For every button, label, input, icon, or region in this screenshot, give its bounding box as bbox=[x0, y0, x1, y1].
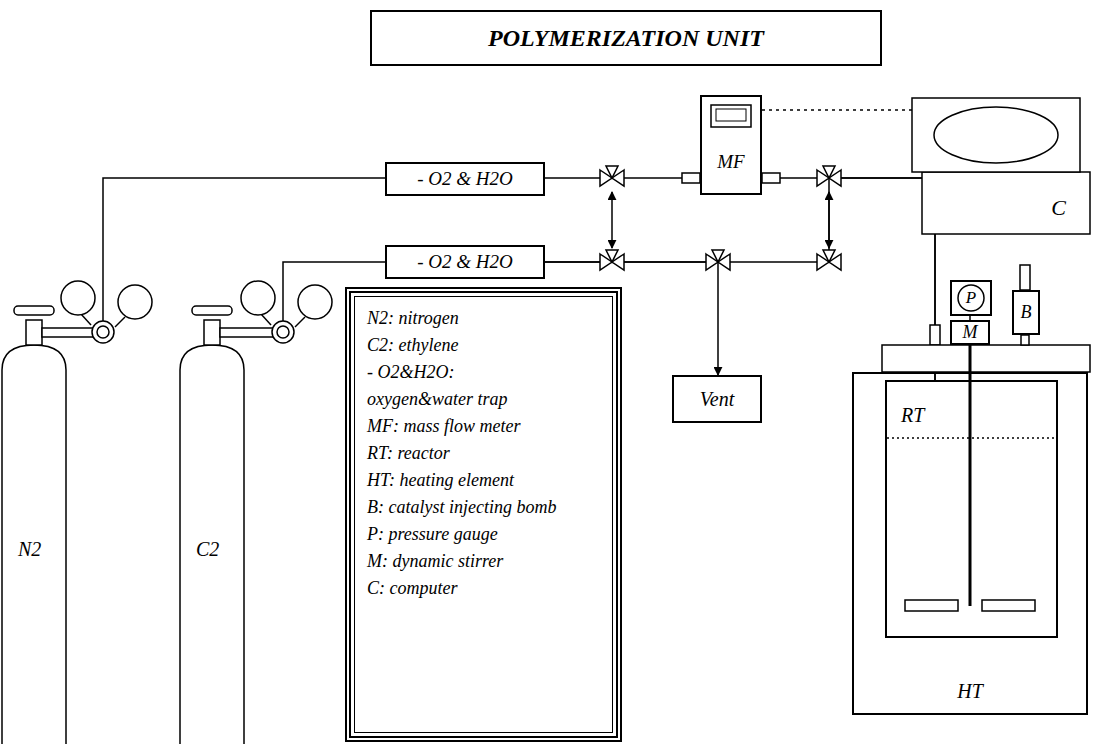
meter-display bbox=[702, 97, 764, 197]
key-box: N2: nitrogenC2: ethylene- O2&H2O: oxygen… bbox=[345, 287, 622, 742]
node-label: M: dynamic stirrer bbox=[367, 548, 600, 575]
reactor-lid bbox=[882, 345, 1090, 372]
inlet-tube bbox=[930, 325, 940, 345]
reactor-vessel: RT bbox=[885, 380, 1058, 638]
node-label: MF bbox=[717, 151, 744, 173]
gas-cylinder bbox=[178, 270, 343, 744]
stirrer-motor: M bbox=[950, 320, 990, 345]
stirrer-shaft bbox=[969, 345, 972, 606]
injection-bomb: B bbox=[1012, 290, 1040, 335]
node-label: N2 bbox=[18, 538, 165, 561]
node-label: P: pressure gauge bbox=[367, 521, 600, 548]
bomb-tube bbox=[1021, 335, 1029, 345]
node-label: N2: nitrogen bbox=[367, 305, 600, 332]
node-label: HT bbox=[957, 680, 983, 703]
bomb-tube bbox=[1020, 265, 1030, 290]
title-text: POLYMERIZATION UNIT bbox=[488, 25, 764, 52]
node-label: B: catalyst injecting bomb bbox=[367, 494, 600, 521]
node-label: RT bbox=[901, 404, 1056, 427]
gas-cylinder bbox=[0, 270, 165, 744]
node-label: B bbox=[1021, 302, 1032, 323]
valve-symbol bbox=[817, 250, 841, 270]
node-label: - O2 & H2O bbox=[417, 251, 513, 273]
valve-symbol bbox=[706, 250, 730, 270]
flow-fitting bbox=[762, 173, 780, 183]
vent-box: Vent bbox=[672, 375, 762, 423]
valve-symbol bbox=[600, 250, 624, 270]
pipe-line bbox=[762, 109, 912, 111]
node-label: C2 bbox=[196, 538, 343, 561]
node-label: MF: mass flow meter bbox=[367, 413, 600, 440]
ethylene-cylinder: C2 bbox=[178, 270, 343, 744]
pipe-line bbox=[103, 178, 385, 270]
node-label: C bbox=[1051, 195, 1066, 221]
flow-fitting bbox=[682, 173, 700, 183]
node-label: Vent bbox=[700, 388, 734, 411]
nitrogen-cylinder: N2 bbox=[0, 270, 165, 744]
node-label: M bbox=[963, 322, 978, 343]
node-label: P bbox=[966, 288, 976, 308]
valve-symbol bbox=[600, 166, 624, 186]
node-label: C: computer bbox=[367, 575, 600, 602]
valve-link bbox=[611, 192, 613, 248]
impeller-blade bbox=[982, 600, 1035, 611]
impeller-blade bbox=[905, 600, 958, 611]
trap-box: - O2 & H2O bbox=[385, 245, 545, 279]
node-label: HT: heating element bbox=[367, 467, 600, 494]
valve-symbol bbox=[817, 166, 841, 186]
node-label: C2: ethylene bbox=[367, 332, 600, 359]
node-label: - O2&H2O: oxygen&water trap bbox=[367, 359, 517, 413]
valve-link bbox=[828, 192, 830, 248]
flow-meter: MF bbox=[700, 95, 762, 195]
heating-element: HT RT bbox=[852, 372, 1088, 715]
pipe-line bbox=[283, 262, 385, 270]
computer: C bbox=[912, 97, 1090, 235]
title-box: POLYMERIZATION UNIT bbox=[370, 10, 882, 66]
node-label: RT: reactor bbox=[367, 440, 600, 467]
pressure-gauge: P bbox=[950, 280, 992, 316]
node-label: - O2 & H2O bbox=[417, 168, 513, 190]
trap-box: - O2 & H2O bbox=[385, 162, 545, 196]
